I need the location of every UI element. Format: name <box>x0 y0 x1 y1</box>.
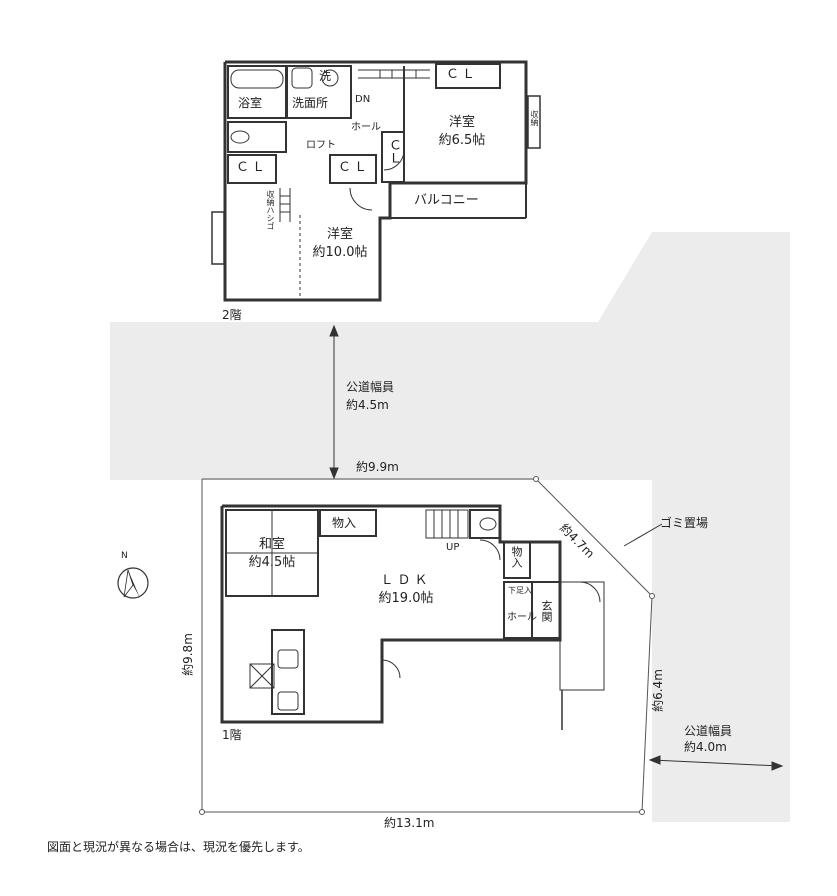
floor2-label: 2階 <box>222 308 242 322</box>
north-road-label: 公道幅員 <box>346 380 395 394</box>
room-bath-label: 浴室 <box>238 96 263 110</box>
lot-west-edge: 約9.8m <box>180 633 195 676</box>
bay-storage-label: 収納 <box>530 110 539 126</box>
north-road <box>110 232 790 480</box>
compass-icon <box>117 567 149 599</box>
room1-name: 洋室 <box>448 115 476 130</box>
garbage-leader-line <box>623 523 663 547</box>
closet-c-label: ＣＬ <box>446 67 479 82</box>
first-floor <box>220 504 605 730</box>
second-floor <box>211 60 541 302</box>
compass-north-letter: N <box>121 551 128 561</box>
storage1-label: 物入 <box>332 516 357 530</box>
garbage-area-label: ゴミ置場 <box>660 516 709 530</box>
lot-south-edge: 約13.1m <box>384 816 435 830</box>
room-washroom-label: 洗面所 <box>292 96 329 110</box>
closet-vertical-label: ＣＬ <box>386 138 401 164</box>
lot-boundary <box>199 476 655 815</box>
dimension-lines <box>329 324 784 771</box>
disclaimer-note: 図面と現況が異なる場合は、現況を優先します。 <box>47 840 310 854</box>
floor1-label: 1階 <box>222 728 242 742</box>
north-road-width: 約4.5m <box>346 398 389 412</box>
stairs-down-label: DN <box>355 94 371 105</box>
washitsu-size: 約4.5帖 <box>248 555 296 570</box>
east-road <box>652 232 790 822</box>
east-road-label: 公道幅員 <box>684 724 733 738</box>
balcony-label: バルコニー <box>414 193 479 208</box>
entrance-label: 玄関 <box>540 600 553 622</box>
shoe-box-label: 下足入 <box>508 586 532 595</box>
washitsu-name: 和室 <box>258 537 286 552</box>
ldk-size: 約19.0帖 <box>378 591 434 606</box>
storage2-label: 物入 <box>510 546 523 568</box>
stairs-up-label: UP <box>446 542 460 553</box>
closet-b-label: ＣＬ <box>338 160 371 175</box>
closet-a-label: ＣＬ <box>236 160 269 175</box>
road-areas <box>110 232 790 822</box>
ladder-label: 収納ハシゴ <box>266 190 275 230</box>
ldk-name: ＬＤＫ <box>380 573 432 588</box>
room2-name: 洋室 <box>326 227 354 242</box>
loft-label: ロフト <box>306 140 336 151</box>
hall-2f-label: ホール <box>351 122 381 133</box>
lot-east-edge: 約6.4m <box>650 669 665 712</box>
room1-size: 約6.5帖 <box>438 133 486 148</box>
east-road-width: 約4.0m <box>684 740 727 754</box>
lot-north-edge: 約9.9m <box>356 460 399 474</box>
hall-1f-label: ホール <box>507 612 537 623</box>
room2-size: 約10.0帖 <box>312 245 368 260</box>
room-wash-small-label: 洗 <box>319 69 332 83</box>
